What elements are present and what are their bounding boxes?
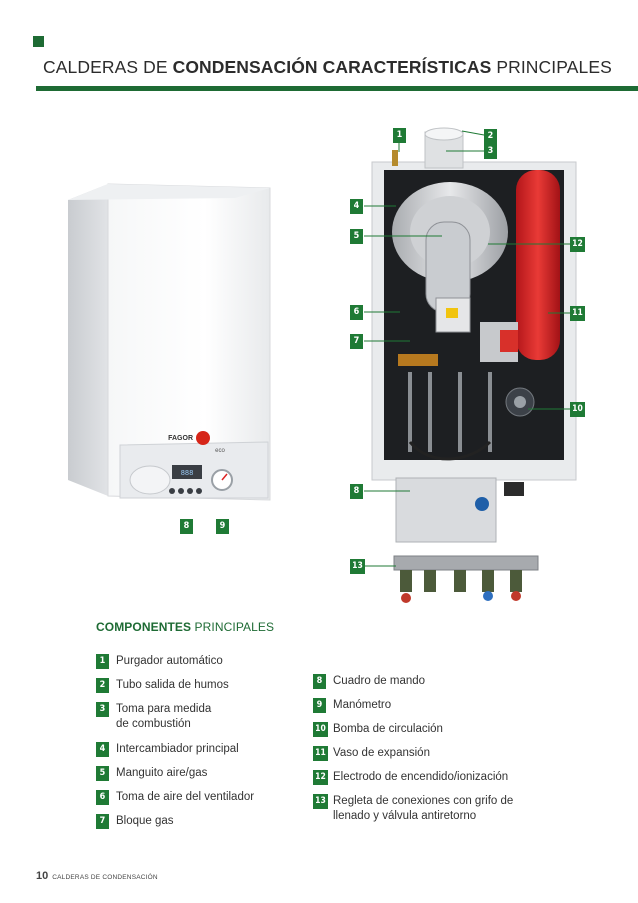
component-label: Purgador automático (116, 655, 223, 667)
boiler-exterior-illustration: 888 FAGOR eco (68, 183, 271, 501)
page-number: 10 (36, 870, 49, 882)
callout-3: 3 (484, 144, 497, 159)
control-box-badge (475, 497, 489, 511)
component-number: 10 (313, 722, 328, 737)
auto-purger (392, 150, 398, 166)
component-item: 12 Electrodo de encendido/ionización (313, 769, 543, 785)
display-digits: 888 (181, 470, 194, 478)
control-box (395, 477, 497, 543)
callout-7: 7 (350, 334, 363, 349)
fan-housing (435, 297, 471, 333)
component-label: Toma para medida (116, 703, 212, 715)
boiler-top-panel (68, 184, 270, 200)
component-item: 7 Bloque gas (96, 813, 296, 829)
component-number: 8 (313, 674, 326, 689)
component-number: 4 (96, 742, 109, 757)
component-item: 10 Bomba de circulación (313, 721, 543, 737)
components-heading: COMPONENTES PRINCIPALES (96, 620, 275, 634)
model-wordmark: eco (215, 448, 225, 454)
component-item: 9 Manómetro (313, 697, 543, 713)
control-button (169, 488, 175, 494)
component-number: 7 (96, 814, 109, 829)
callout-8-interior: 8 (350, 484, 363, 499)
warning-sticker (446, 308, 458, 318)
component-label: Electrodo de encendido/ionización (333, 771, 509, 783)
component-label: Intercambiador principal (116, 743, 239, 755)
component-item: 6 Toma de aire del ventilador (96, 789, 296, 805)
brand-logo-mark (196, 431, 210, 445)
component-label: Toma de aire del ventilador (116, 791, 255, 803)
control-button (187, 488, 193, 494)
boiler-front-panel (107, 183, 271, 501)
page-title: CALDERAS DE CONDENSACIÓN CARACTERÍSTICAS… (43, 57, 612, 77)
footer-label: CALDERAS DE CONDENSACIÓN (52, 874, 158, 881)
component-label: Vaso de expansión (333, 747, 430, 759)
callout-5: 5 (350, 229, 363, 244)
component-item: 1 Purgador automático (96, 653, 296, 669)
header-square-marker (33, 36, 44, 47)
component-item: 13 Regleta de conexiones con grifo de ll… (313, 793, 543, 825)
component-label: Manómetro (333, 699, 392, 711)
component-item: 4 Intercambiador principal (96, 741, 296, 757)
water-pipes (408, 372, 492, 452)
callout-11: 11 (570, 306, 585, 321)
wiring (408, 440, 492, 461)
component-item: 8 Cuadro de mando (313, 673, 543, 689)
control-connector (504, 482, 524, 496)
component-label: Cuadro de mando (333, 675, 426, 687)
boiler-display (172, 465, 202, 479)
component-label: Manguito aire/gas (116, 767, 208, 779)
component-item: 5 Manguito aire/gas (96, 765, 296, 781)
callout-8-exterior: 8 (180, 519, 193, 534)
component-item: 11 Vaso de expansión (313, 745, 543, 761)
callout-13: 13 (350, 559, 365, 574)
component-number: 3 (96, 702, 109, 717)
component-item: 2 Tubo salida de humos (96, 677, 296, 693)
callout-10: 10 (570, 402, 585, 417)
pump-hub (514, 396, 526, 408)
control-knob-left (129, 465, 171, 495)
connection-valves (400, 570, 522, 603)
callout-2: 2 (484, 129, 497, 144)
callout-4: 4 (350, 199, 363, 214)
component-label: Tubo salida de humos (116, 679, 229, 691)
callout-6: 6 (350, 305, 363, 320)
component-number: 13 (313, 794, 328, 809)
brass-manifold (398, 354, 438, 366)
callout-12: 12 (570, 237, 585, 252)
callout-9: 9 (216, 519, 229, 534)
component-number: 5 (96, 766, 109, 781)
gas-valve-red (500, 330, 518, 352)
boiler-side-panel (68, 184, 108, 496)
component-label: Bloque gas (116, 815, 174, 827)
component-label: Regleta de conexiones con grifo de (333, 795, 514, 807)
boiler-interior-illustration (371, 127, 577, 603)
manometer-needle (221, 473, 228, 481)
component-number: 6 (96, 790, 109, 805)
callout-1: 1 (393, 128, 406, 143)
component-number: 11 (313, 746, 328, 761)
component-number: 9 (313, 698, 326, 713)
component-item: 3 Toma para medida de combustión (96, 701, 296, 733)
component-number: 2 (96, 678, 109, 693)
component-label: Bomba de circulación (333, 723, 443, 735)
component-number: 1 (96, 654, 109, 669)
flue-outlet-top (424, 127, 464, 141)
control-button (196, 488, 202, 494)
component-number: 12 (313, 770, 328, 785)
control-button (178, 488, 184, 494)
component-label-line2: llenado y válvula antiretorno (333, 810, 477, 822)
component-label-line2: de combustión (116, 718, 191, 730)
header-rule (36, 86, 638, 91)
brand-wordmark: FAGOR (168, 435, 193, 442)
